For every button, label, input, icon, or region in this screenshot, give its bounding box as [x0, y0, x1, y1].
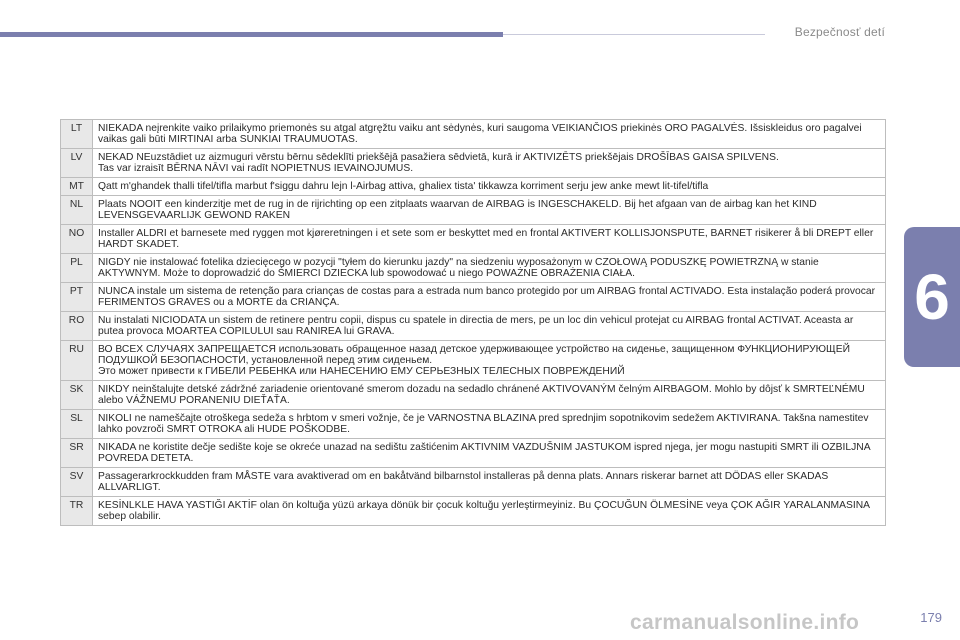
language-code: RO [60, 311, 93, 341]
language-code: MT [60, 177, 93, 196]
warning-text: Installer ALDRI et barnesete med ryggen … [92, 224, 886, 254]
language-code: NO [60, 224, 93, 254]
language-code: SR [60, 438, 93, 468]
chapter-tab: 6 [904, 227, 960, 367]
chapter-number: 6 [914, 261, 950, 333]
warning-text: NIEKADA neįrenkite vaiko prilaikymo prie… [92, 119, 886, 149]
language-code: SK [60, 380, 93, 410]
language-code: LV [60, 148, 93, 178]
header-rule [503, 34, 765, 35]
warning-text: NIGDY nie instalować fotelika dziecięceg… [92, 253, 886, 283]
warning-text: NEKAD NEuzstādiet uz aizmuguri vērstu bē… [92, 148, 886, 178]
warning-text: NIKADA ne koristite dečje sedište koje s… [92, 438, 886, 468]
watermark: carmanualsonline.info [630, 611, 860, 634]
warning-text: NIKDY neinštalujte detské zádržné zariad… [92, 380, 886, 410]
language-code: SL [60, 409, 93, 439]
warning-text: Passagerarkrockkudden fram MÅSTE vara av… [92, 467, 886, 497]
language-code: PL [60, 253, 93, 283]
warning-text: ВО ВСЕХ СЛУЧАЯХ ЗАПРЕЩАЕТСЯ использовать… [92, 340, 886, 381]
page-number: 179 [920, 610, 942, 625]
warning-text: NUNCA instale um sistema de retenção par… [92, 282, 886, 312]
warning-text: NIKOLI ne nameščajte otroškega sedeža s … [92, 409, 886, 439]
language-code: SV [60, 467, 93, 497]
language-code: PT [60, 282, 93, 312]
warning-text: Qatt m'ghandek thalli tifel/tifla marbut… [92, 177, 886, 196]
language-code: NL [60, 195, 93, 225]
warning-text: Nu instalati NICIODATA un sistem de reti… [92, 311, 886, 341]
language-code: TR [60, 496, 93, 526]
section-title: Bezpečnosť detí [794, 25, 885, 39]
language-code: LT [60, 119, 93, 149]
warning-text: KESİNLKLE HAVA YASTIĞI AKTİF olan ön kol… [92, 496, 886, 526]
language-code: RU [60, 340, 93, 381]
header-accent-bar [0, 32, 503, 37]
warning-text: Plaats NOOIT een kinderzitje met de rug … [92, 195, 886, 225]
